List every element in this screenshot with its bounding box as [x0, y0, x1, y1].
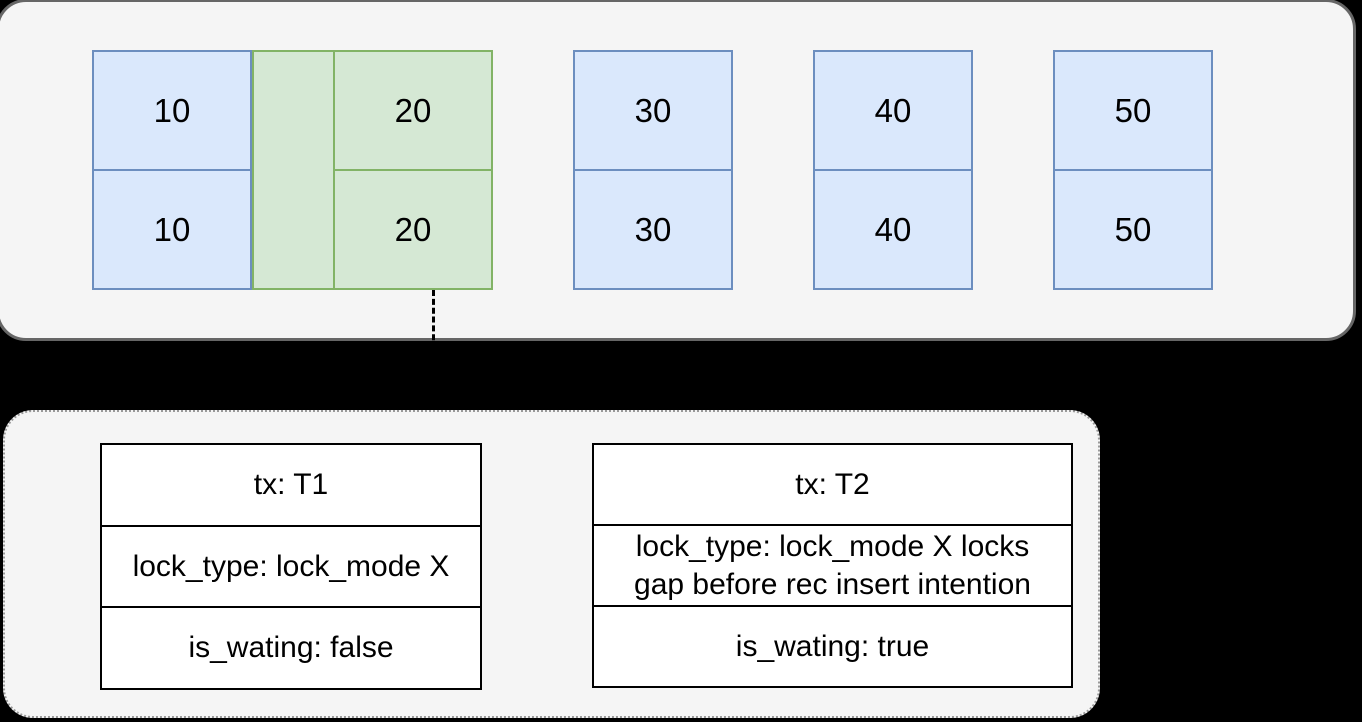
lock-table-t2: tx: T2 lock_type: lock_mode X locks gap … [592, 443, 1073, 688]
record-cell: 10 [153, 91, 191, 129]
lock-table-row-lock-type: lock_type: lock_mode X [102, 524, 480, 607]
lock-table-row-lock-type: lock_type: lock_mode X locks gap before … [594, 524, 1071, 605]
record-cell: 10 [94, 169, 250, 288]
record-column-30: 30 30 [573, 50, 733, 290]
record-cell: 50 [1114, 91, 1152, 129]
record-column-50: 50 50 [1053, 50, 1213, 290]
lock-table-row-tx: tx: T2 [795, 467, 870, 501]
record-cell: 20 [335, 169, 491, 288]
gap-lock-connector-dashed-line [432, 290, 435, 411]
record-cell: 50 [1055, 169, 1211, 288]
record-cell: 30 [575, 169, 731, 288]
record-cell: 40 [815, 169, 971, 288]
lock-table-row-tx: tx: T1 [253, 467, 329, 501]
record-cell: 30 [634, 91, 672, 129]
record-column-20-locked: 20 20 [333, 50, 493, 290]
record-column-40: 40 40 [813, 50, 973, 290]
locks-panel: tx: T1 lock_type: lock_mode X is_wating:… [3, 410, 1100, 718]
lock-table-row-is-waiting: is_wating: true [594, 605, 1071, 686]
lock-table-t1: tx: T1 lock_type: lock_mode X is_wating:… [100, 443, 482, 690]
record-column-10: 10 10 [92, 50, 252, 290]
lock-table-row-is-waiting: is_wating: false [102, 606, 480, 688]
index-records-panel: 10 10 20 20 30 30 40 40 50 50 [0, 0, 1356, 341]
record-cell: 40 [874, 91, 912, 129]
gap-lock-region [252, 50, 333, 290]
record-cell: 20 [394, 91, 432, 129]
